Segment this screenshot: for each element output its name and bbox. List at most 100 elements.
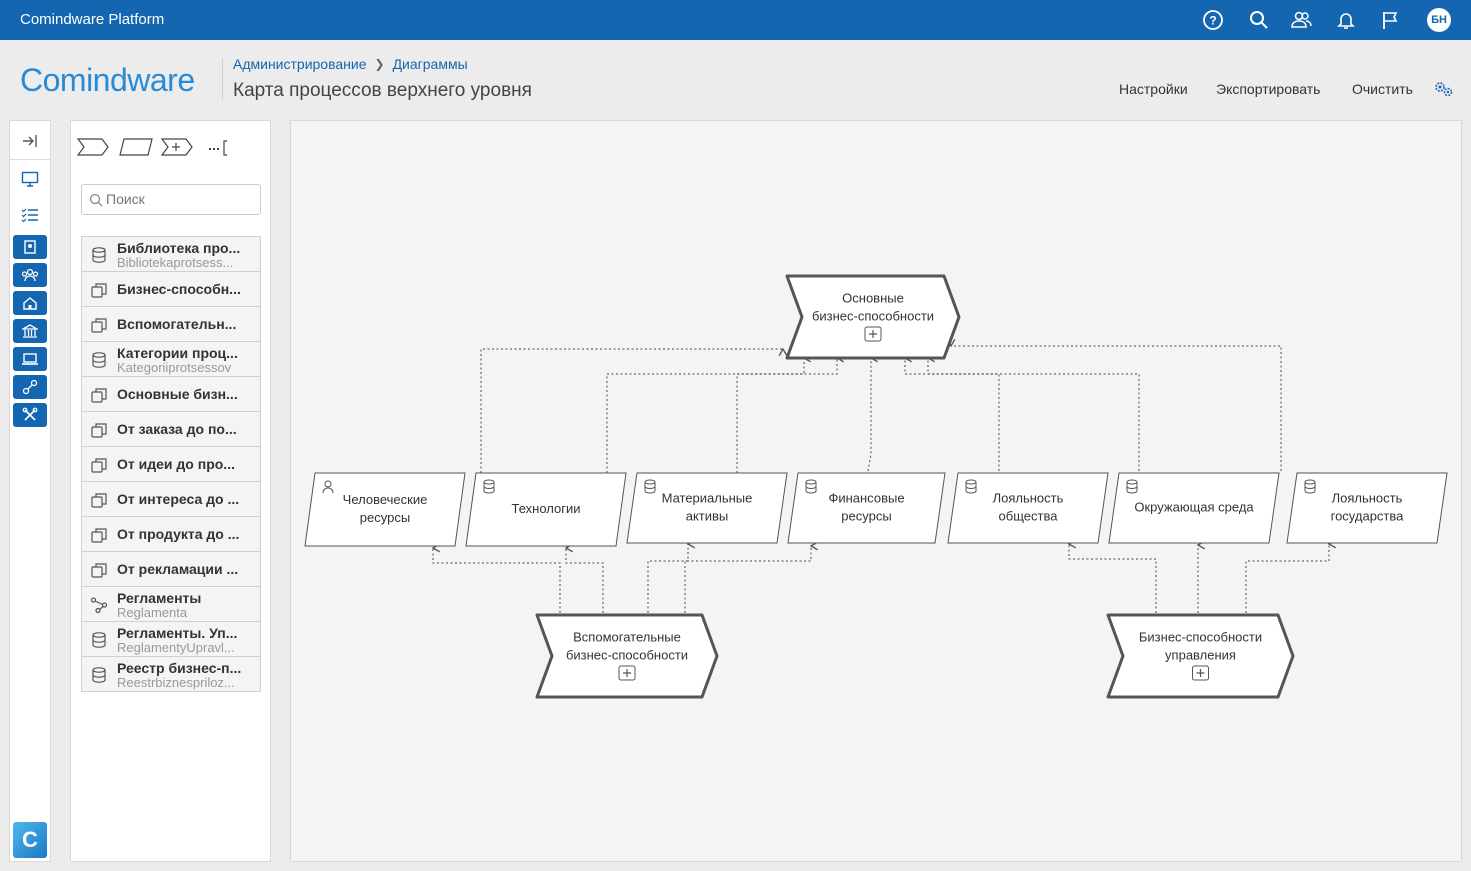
copy-icon — [90, 386, 108, 404]
data-object-technologies[interactable]: Технологии — [465, 472, 627, 547]
list-item-title: Основные бизн... — [117, 386, 238, 402]
main-capabilities-node-label: бизнес-способности — [812, 308, 934, 323]
checklist-icon[interactable] — [13, 203, 47, 227]
data-object-state-loyalty[interactable]: Лояльность государства — [1286, 472, 1448, 544]
avatar[interactable]: БН — [1427, 8, 1451, 32]
left-rail: C — [9, 120, 51, 862]
connector — [684, 546, 811, 613]
list-item-title: Категории проц... — [117, 345, 238, 361]
expand-icon[interactable] — [13, 129, 47, 153]
book-icon[interactable] — [13, 235, 47, 259]
search-icon[interactable] — [1248, 9, 1270, 31]
svg-text:?: ? — [1209, 14, 1216, 28]
search-input[interactable] — [106, 191, 256, 207]
list-item[interactable]: Бизнес-способн... — [81, 272, 261, 307]
home-icon[interactable] — [13, 291, 47, 315]
breadcrumb-diagrams[interactable]: Диаграммы — [392, 56, 468, 72]
list-item[interactable]: От рекламации ... — [81, 552, 261, 587]
data-object-material-assets-label: активы — [686, 508, 729, 523]
connector — [1069, 544, 1157, 613]
list-item[interactable]: От интереса до ... — [81, 482, 261, 517]
desktop-icon[interactable] — [13, 167, 47, 191]
header-divider — [222, 58, 223, 100]
copy-icon — [90, 421, 108, 439]
diagram-nodes: Основные бизнес-способностиВспомогательны… — [304, 274, 1448, 699]
data-object-state-loyalty-label: государства — [1331, 508, 1405, 523]
bank-icon[interactable] — [13, 319, 47, 343]
list-item-subtitle: Reestrbiznespriloz... — [117, 675, 235, 690]
gears-icon[interactable] — [1433, 79, 1455, 102]
search-icon — [89, 193, 103, 212]
connector — [566, 548, 604, 613]
clear-button[interactable]: Очистить — [1352, 81, 1413, 97]
data-object-state-loyalty-label: Лояльность — [1332, 490, 1403, 505]
data-object-financial-resources-label: ресурсы — [841, 508, 891, 523]
data-object-technologies-label: Технологии — [511, 501, 580, 516]
list-item[interactable]: Реестр бизнес-п...Reestrbiznespriloz... — [81, 657, 261, 692]
management-capabilities-node-label: Бизнес-способности — [1139, 629, 1262, 644]
settings-button[interactable]: Настройки — [1119, 81, 1188, 97]
database-icon — [805, 479, 817, 494]
users-icon[interactable] — [1290, 9, 1312, 31]
list-item-title: Реестр бизнес-п... — [117, 660, 242, 676]
database-icon — [90, 666, 108, 684]
list-item[interactable]: От продукта до ... — [81, 517, 261, 552]
list-item[interactable]: Категории проц...Kategoriiprotsessov — [81, 342, 261, 377]
list-item[interactable]: Вспомогательн... — [81, 307, 261, 342]
connector — [951, 346, 1282, 471]
annotation-shape-icon[interactable] — [209, 140, 227, 156]
help-icon[interactable]: ? — [1202, 9, 1224, 31]
main-capabilities-node[interactable]: Основные бизнес-способности — [785, 274, 961, 360]
search-box[interactable] — [81, 184, 261, 215]
copy-icon — [90, 281, 108, 299]
expand-plus-icon[interactable] — [1192, 665, 1209, 681]
database-icon — [90, 246, 108, 264]
list-item-title: От интереса до ... — [117, 491, 240, 507]
data-object-public-loyalty-label: общества — [999, 508, 1059, 523]
data-object-environment[interactable]: Окружающая среда — [1108, 472, 1280, 544]
data-shape-icon[interactable] — [119, 138, 153, 156]
export-button[interactable]: Экспортировать — [1216, 81, 1321, 97]
connector — [928, 358, 1140, 471]
flag-icon[interactable] — [1379, 9, 1401, 31]
management-capabilities-node-label: управления — [1165, 647, 1236, 662]
list-item[interactable]: От идеи до про... — [81, 447, 261, 482]
database-icon — [644, 479, 656, 494]
chevron-shape-icon[interactable] — [76, 138, 109, 156]
copy-icon — [90, 561, 108, 579]
main-capabilities-node-label: Основные — [842, 290, 904, 305]
tools-icon[interactable] — [13, 403, 47, 427]
rail-divider — [10, 159, 50, 160]
bell-icon[interactable] — [1335, 9, 1357, 31]
subprocess-shape-icon[interactable] — [160, 138, 193, 156]
list-item[interactable]: Библиотека про...Bibliotekaprotsess... — [81, 237, 261, 272]
database-icon — [90, 351, 108, 369]
breadcrumb: Администрирование ❯ Диаграммы — [233, 56, 468, 72]
breadcrumb-administration[interactable]: Администрирование — [233, 56, 367, 72]
list-item[interactable]: Регламенты. Уп...ReglamentyUpravl... — [81, 622, 261, 657]
elements-panel: Библиотека про...Bibliotekaprotsess...Би… — [70, 120, 271, 862]
laptop-icon[interactable] — [13, 347, 47, 371]
data-object-human-resources-label: ресурсы — [360, 510, 410, 525]
list-item-title: От рекламации ... — [117, 561, 239, 577]
list-item[interactable]: От заказа до по... — [81, 412, 261, 447]
expand-plus-icon[interactable] — [618, 665, 636, 681]
group-icon[interactable] — [13, 263, 47, 287]
list-item[interactable]: Основные бизн... — [81, 377, 261, 412]
management-capabilities-node[interactable]: Бизнес-способности управления — [1106, 613, 1295, 699]
connector — [905, 358, 1000, 471]
connector — [606, 358, 804, 473]
comindware-c-logo[interactable]: C — [13, 822, 47, 858]
elements-list: Библиотека про...Bibliotekaprotsess...Би… — [81, 236, 261, 692]
expand-plus-icon[interactable] — [864, 326, 882, 342]
link-icon[interactable] — [13, 375, 47, 399]
flow-icon — [90, 596, 108, 614]
list-item-title: Библиотека про... — [117, 240, 241, 256]
